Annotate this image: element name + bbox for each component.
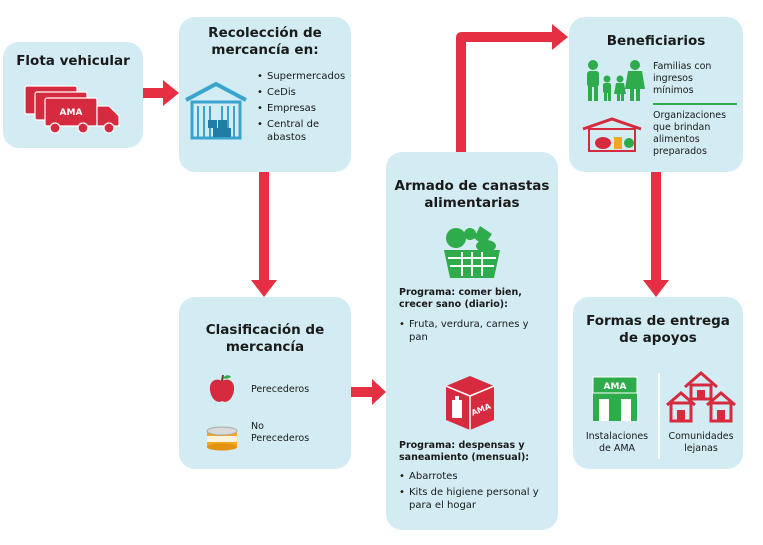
recoleccion-box: Recolección de mercancía en: Supermercad… — [179, 17, 351, 172]
beneficiarios-divider — [653, 103, 737, 105]
perecederos-label: Perecederos — [251, 384, 310, 395]
flota-box: Flota vehicular AMA — [3, 42, 143, 148]
canned-food-icon — [206, 426, 238, 451]
programa1-title: Programa: comer bien, crecer sano (diari… — [399, 287, 522, 310]
instalaciones-label: Instalaciones de AMA — [585, 431, 649, 454]
armado-title: Armado de canastas alimentarias — [394, 178, 550, 211]
formas-divider — [658, 373, 660, 459]
programa1-list: Fruta, verdura, carnes y pan — [399, 318, 547, 347]
truck-fleet-icon: AMA — [24, 85, 120, 134]
arrow-beneficiarios-formas — [651, 172, 661, 280]
recoleccion-item: CeDis — [257, 86, 349, 99]
recoleccion-item: Supermercados — [257, 70, 349, 83]
building-logo-text: AMA — [604, 382, 627, 392]
family-icon — [587, 60, 645, 101]
familias-label: Familias con ingresos mínimos — [653, 61, 712, 96]
warehouse-icon — [185, 82, 247, 140]
flota-title: Flota vehicular — [16, 53, 130, 69]
clasificacion-title: Clasificación de mercancía — [205, 322, 325, 355]
comunidades-label: Comunidades lejanas — [668, 431, 734, 454]
programa1-item: Fruta, verdura, carnes y pan — [399, 318, 547, 344]
recoleccion-title: Recolección de mercancía en: — [208, 25, 322, 58]
beneficiarios-title: Beneficiarios — [606, 33, 706, 49]
beneficiarios-box: Beneficiarios Familias con ingresos míni… — [569, 17, 743, 172]
clasificacion-box: Clasificación de mercancía Perecederos N… — [179, 297, 351, 469]
truck-logo-text: AMA — [60, 108, 83, 118]
recoleccion-list: Supermercados CeDis Empresas Central de … — [257, 70, 349, 147]
recoleccion-item: Empresas — [257, 102, 349, 115]
kitchen-food-icon — [582, 117, 642, 152]
arrow-flota-recoleccion — [143, 88, 163, 98]
arrow-recoleccion-clasificacion — [259, 172, 269, 280]
arrow-clasificacion-armado — [350, 387, 372, 397]
houses-icon — [666, 371, 736, 423]
recoleccion-item: Central de abastos — [257, 118, 349, 144]
programa2-title: Programa: despensas y saneamiento (mensu… — [399, 440, 530, 463]
arrow-armado-beneficiarios — [456, 32, 552, 152]
food-basket-icon — [444, 226, 500, 278]
programa2-item: Kits de higiene personal y para el hogar — [399, 486, 551, 512]
formas-title: Formas de entrega de apoyos — [586, 313, 730, 346]
armado-box: Armado de canastas alimentarias Programa… — [386, 152, 558, 530]
apple-icon — [209, 374, 235, 402]
organizaciones-label: Organizaciones que brindan alimentos pre… — [653, 110, 727, 157]
programa2-list: Abarrotes Kits de higiene personal y par… — [399, 470, 551, 515]
ama-building-icon: AMA — [592, 376, 638, 421]
programa2-item: Abarrotes — [399, 470, 551, 483]
no-perecederos-label: No Perecederos — [251, 421, 310, 444]
pantry-box-icon: AMA — [445, 376, 495, 430]
formas-box: Formas de entrega de apoyos AMA Instalac… — [573, 297, 743, 469]
